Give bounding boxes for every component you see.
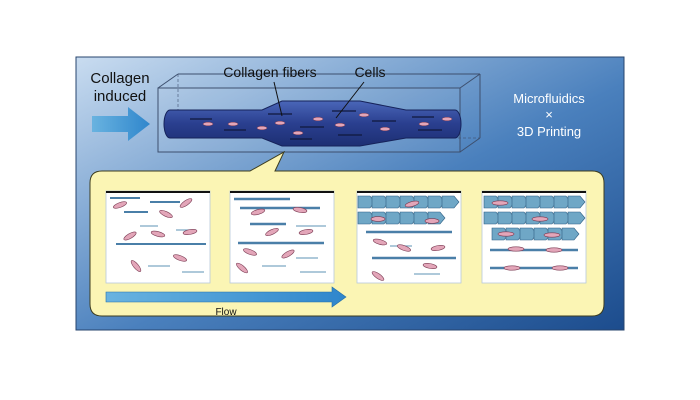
label-flow: Flow: [215, 307, 237, 318]
stage-panel-1: [105, 190, 211, 284]
stage-panel-3: [356, 190, 462, 284]
stage-panel-4: [481, 190, 587, 284]
label-induced: induced: [94, 88, 147, 105]
pointer-cells: [335, 81, 365, 119]
label-times: ×: [545, 107, 553, 122]
channel-fibers: [190, 110, 442, 140]
microchannel: [163, 100, 462, 147]
label-3d-printing: 3D Printing: [517, 124, 581, 139]
pointer-fibers: [273, 81, 283, 117]
channel-cells: [202, 112, 453, 136]
label-collagen: Collagen: [90, 70, 149, 87]
flow-arrow: [105, 286, 347, 308]
label-microfluidics: Microfluidics: [513, 91, 585, 106]
label-cells: Cells: [354, 64, 385, 80]
induced-arrow: [92, 107, 150, 141]
callout-bubble: [89, 150, 605, 317]
label-collagen-fibers: Collagen fibers: [223, 64, 316, 80]
stage-panel-2: [229, 190, 335, 284]
